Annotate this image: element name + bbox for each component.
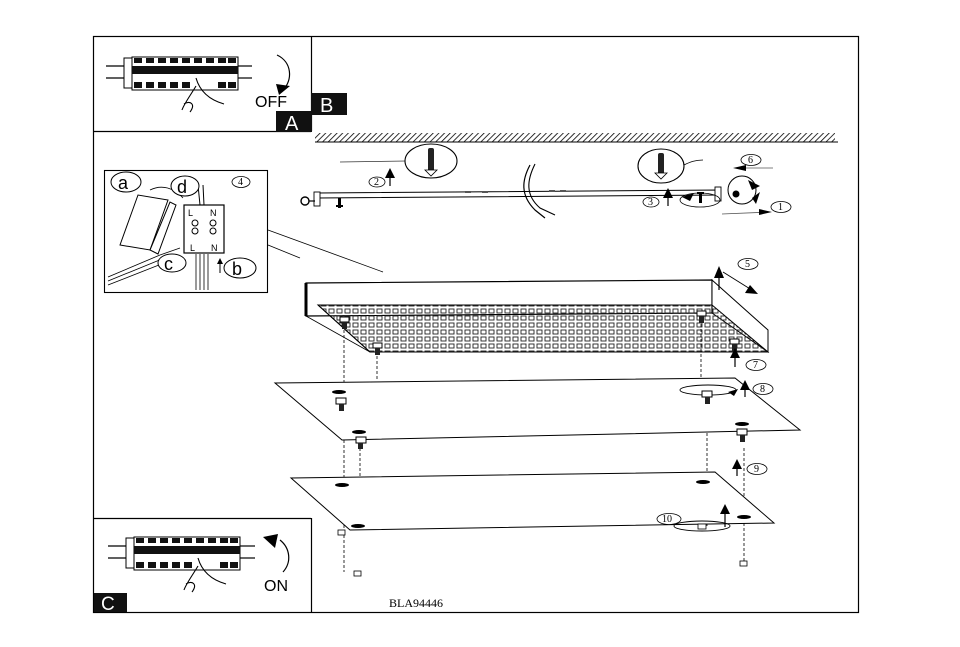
wiring-detail-panel: L N L N a d c b 4	[103, 169, 384, 294]
wall-plug-icon	[654, 153, 668, 180]
arrow-icon	[730, 348, 740, 358]
page-frame	[92, 35, 860, 614]
arrow-icon	[720, 504, 730, 514]
callout-b: b	[232, 259, 242, 279]
step-2-label: 2	[374, 177, 379, 188]
screw-icon	[736, 428, 748, 442]
cap-nut-icon	[353, 570, 362, 577]
circuit-breaker-icon	[106, 56, 252, 91]
screw-icon	[339, 316, 350, 329]
step-1-label: 1	[778, 202, 783, 213]
lamp-body: 5	[304, 258, 770, 355]
alignment-guides	[343, 324, 745, 572]
step-3-label: 3	[648, 197, 653, 208]
hand-icon	[183, 557, 227, 593]
badge-b	[311, 93, 347, 115]
screw-icon	[336, 198, 343, 208]
screw-icon	[696, 310, 707, 323]
mounting-bracket-step: 2 3 6 1	[300, 143, 792, 219]
arrow-icon	[714, 266, 724, 278]
diffuser-panel-lower: 9 10	[289, 459, 776, 577]
circuit-breaker-icon	[108, 536, 255, 571]
callout-c: c	[164, 254, 173, 274]
step-7-label: 7	[753, 360, 758, 371]
off-label: OFF	[255, 94, 287, 111]
model-code: BLA94446	[389, 596, 443, 610]
step-8-label: 8	[760, 384, 765, 395]
step-6-label: 6	[748, 155, 753, 166]
panel-c: ON C	[93, 517, 313, 615]
screw-icon	[697, 192, 704, 203]
arrow-icon	[663, 188, 673, 198]
screw-icon	[729, 338, 740, 351]
terminal-l-label: L	[188, 208, 193, 218]
screw-head-icon	[732, 190, 740, 198]
cap-nut-icon	[739, 560, 748, 567]
arrow-icon	[740, 380, 750, 390]
screw-icon	[701, 390, 713, 404]
step-9-label: 9	[754, 464, 759, 475]
diffuser-panel-upper: 7 8	[273, 348, 802, 449]
hand-icon	[181, 77, 225, 113]
badge-c-label: C	[101, 594, 115, 615]
callout-d: d	[177, 177, 187, 197]
screw-icon	[355, 436, 367, 449]
screw-icon	[335, 397, 347, 411]
step-10-label: 10	[662, 514, 672, 525]
step-4-label: 4	[238, 177, 243, 188]
arrow-icon	[732, 459, 742, 469]
arrow-icon	[276, 84, 290, 95]
badge-b-label: B	[320, 95, 333, 117]
ceiling-hatch	[315, 133, 835, 142]
callout-a: a	[118, 173, 129, 193]
badge-a-label: A	[285, 113, 299, 135]
screw-icon	[372, 342, 383, 355]
arrow-icon	[745, 285, 758, 294]
arrow-icon	[733, 165, 746, 171]
terminal-n-label: N	[210, 208, 217, 218]
step-5-label: 5	[745, 259, 750, 270]
arrow-icon	[385, 168, 395, 178]
terminal-l-label: L	[190, 243, 195, 253]
terminal-n-label: N	[211, 243, 218, 253]
wall-plug-icon	[424, 148, 438, 177]
on-label: ON	[264, 578, 288, 595]
screw-head-icon	[300, 196, 310, 206]
arrow-icon	[263, 534, 278, 548]
arrow-icon	[759, 209, 772, 215]
panel-b: OFF B A	[93, 36, 347, 135]
badge-c	[94, 593, 127, 612]
badge-a	[276, 111, 312, 132]
